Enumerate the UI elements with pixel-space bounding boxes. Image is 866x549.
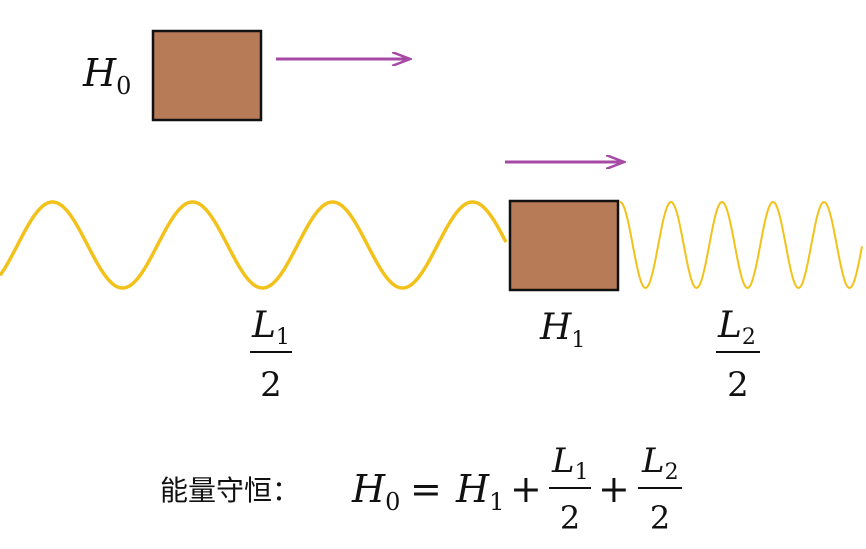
l1-denominator: 2 xyxy=(260,365,282,405)
final-block xyxy=(508,199,620,292)
eq-l2-base: L xyxy=(641,441,665,481)
h0-label-base: H xyxy=(82,51,117,95)
svg-text:L2: L2 xyxy=(641,441,679,485)
l1-base: L xyxy=(251,305,276,346)
h1-label-sub: 1 xyxy=(571,328,585,353)
svg-text:H0: H0 xyxy=(351,467,400,516)
h0-label: H0 xyxy=(82,51,131,100)
eq-plus-1: + xyxy=(510,467,542,511)
h0-label-sub: 0 xyxy=(116,72,131,100)
eq-l1-den: 2 xyxy=(560,499,580,537)
l1-sub: 1 xyxy=(276,325,290,350)
eq-l2-sub: 2 xyxy=(665,460,679,485)
eq-h1-base: H xyxy=(455,467,490,511)
eq-lhs-base: H xyxy=(351,467,386,511)
svg-text:L2: L2 xyxy=(717,305,756,350)
svg-text:L1: L1 xyxy=(551,441,589,485)
l2-fraction: L2 2 xyxy=(716,305,760,405)
energy-equation: 能量守恒： H0 = H1 + L1 2 + L2 2 xyxy=(160,441,682,537)
eq-l1-base: L xyxy=(551,441,575,481)
l1-fraction: L1 2 xyxy=(250,305,292,405)
eq-lhs-sub: 0 xyxy=(385,488,400,516)
l2-base: L xyxy=(717,305,742,346)
svg-text:H1: H1 xyxy=(455,467,504,516)
l2-sub: 2 xyxy=(742,325,756,350)
wave-l2 xyxy=(619,200,863,289)
l2-denominator: 2 xyxy=(727,365,749,405)
eq-plus-2: + xyxy=(598,467,630,511)
wave-l1 xyxy=(0,200,508,290)
h1-label: H1 xyxy=(539,307,585,353)
equation-prefix: 能量守恒： xyxy=(160,474,300,507)
eq-h1-sub: 1 xyxy=(489,488,504,516)
svg-text:L1: L1 xyxy=(251,305,290,350)
h1-label-base: H xyxy=(539,307,572,348)
eq-l2-den: 2 xyxy=(650,499,670,537)
eq-equals: = xyxy=(410,467,442,511)
eq-l1-sub: 1 xyxy=(575,460,589,485)
initial-block xyxy=(151,29,263,122)
